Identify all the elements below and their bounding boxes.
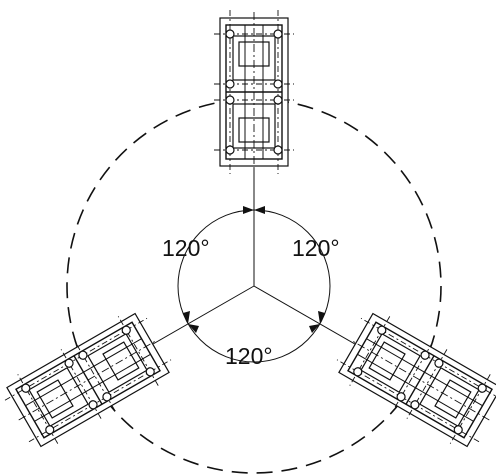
arrowhead-right-upper [318, 311, 325, 324]
angle-label-bottom: 120° [225, 343, 273, 369]
module-top [213, 9, 295, 175]
angle-label-top-left: 120° [162, 235, 210, 261]
arrowhead-left-lower [188, 324, 199, 333]
arrowhead-top-right [254, 206, 265, 214]
arrowhead-top-left [243, 206, 254, 214]
module-left [0, 303, 180, 457]
module-right [328, 303, 496, 457]
angle-label-top-right: 120° [292, 235, 340, 261]
arrowhead-right-lower [309, 324, 320, 333]
arrowhead-left-upper [183, 311, 190, 324]
